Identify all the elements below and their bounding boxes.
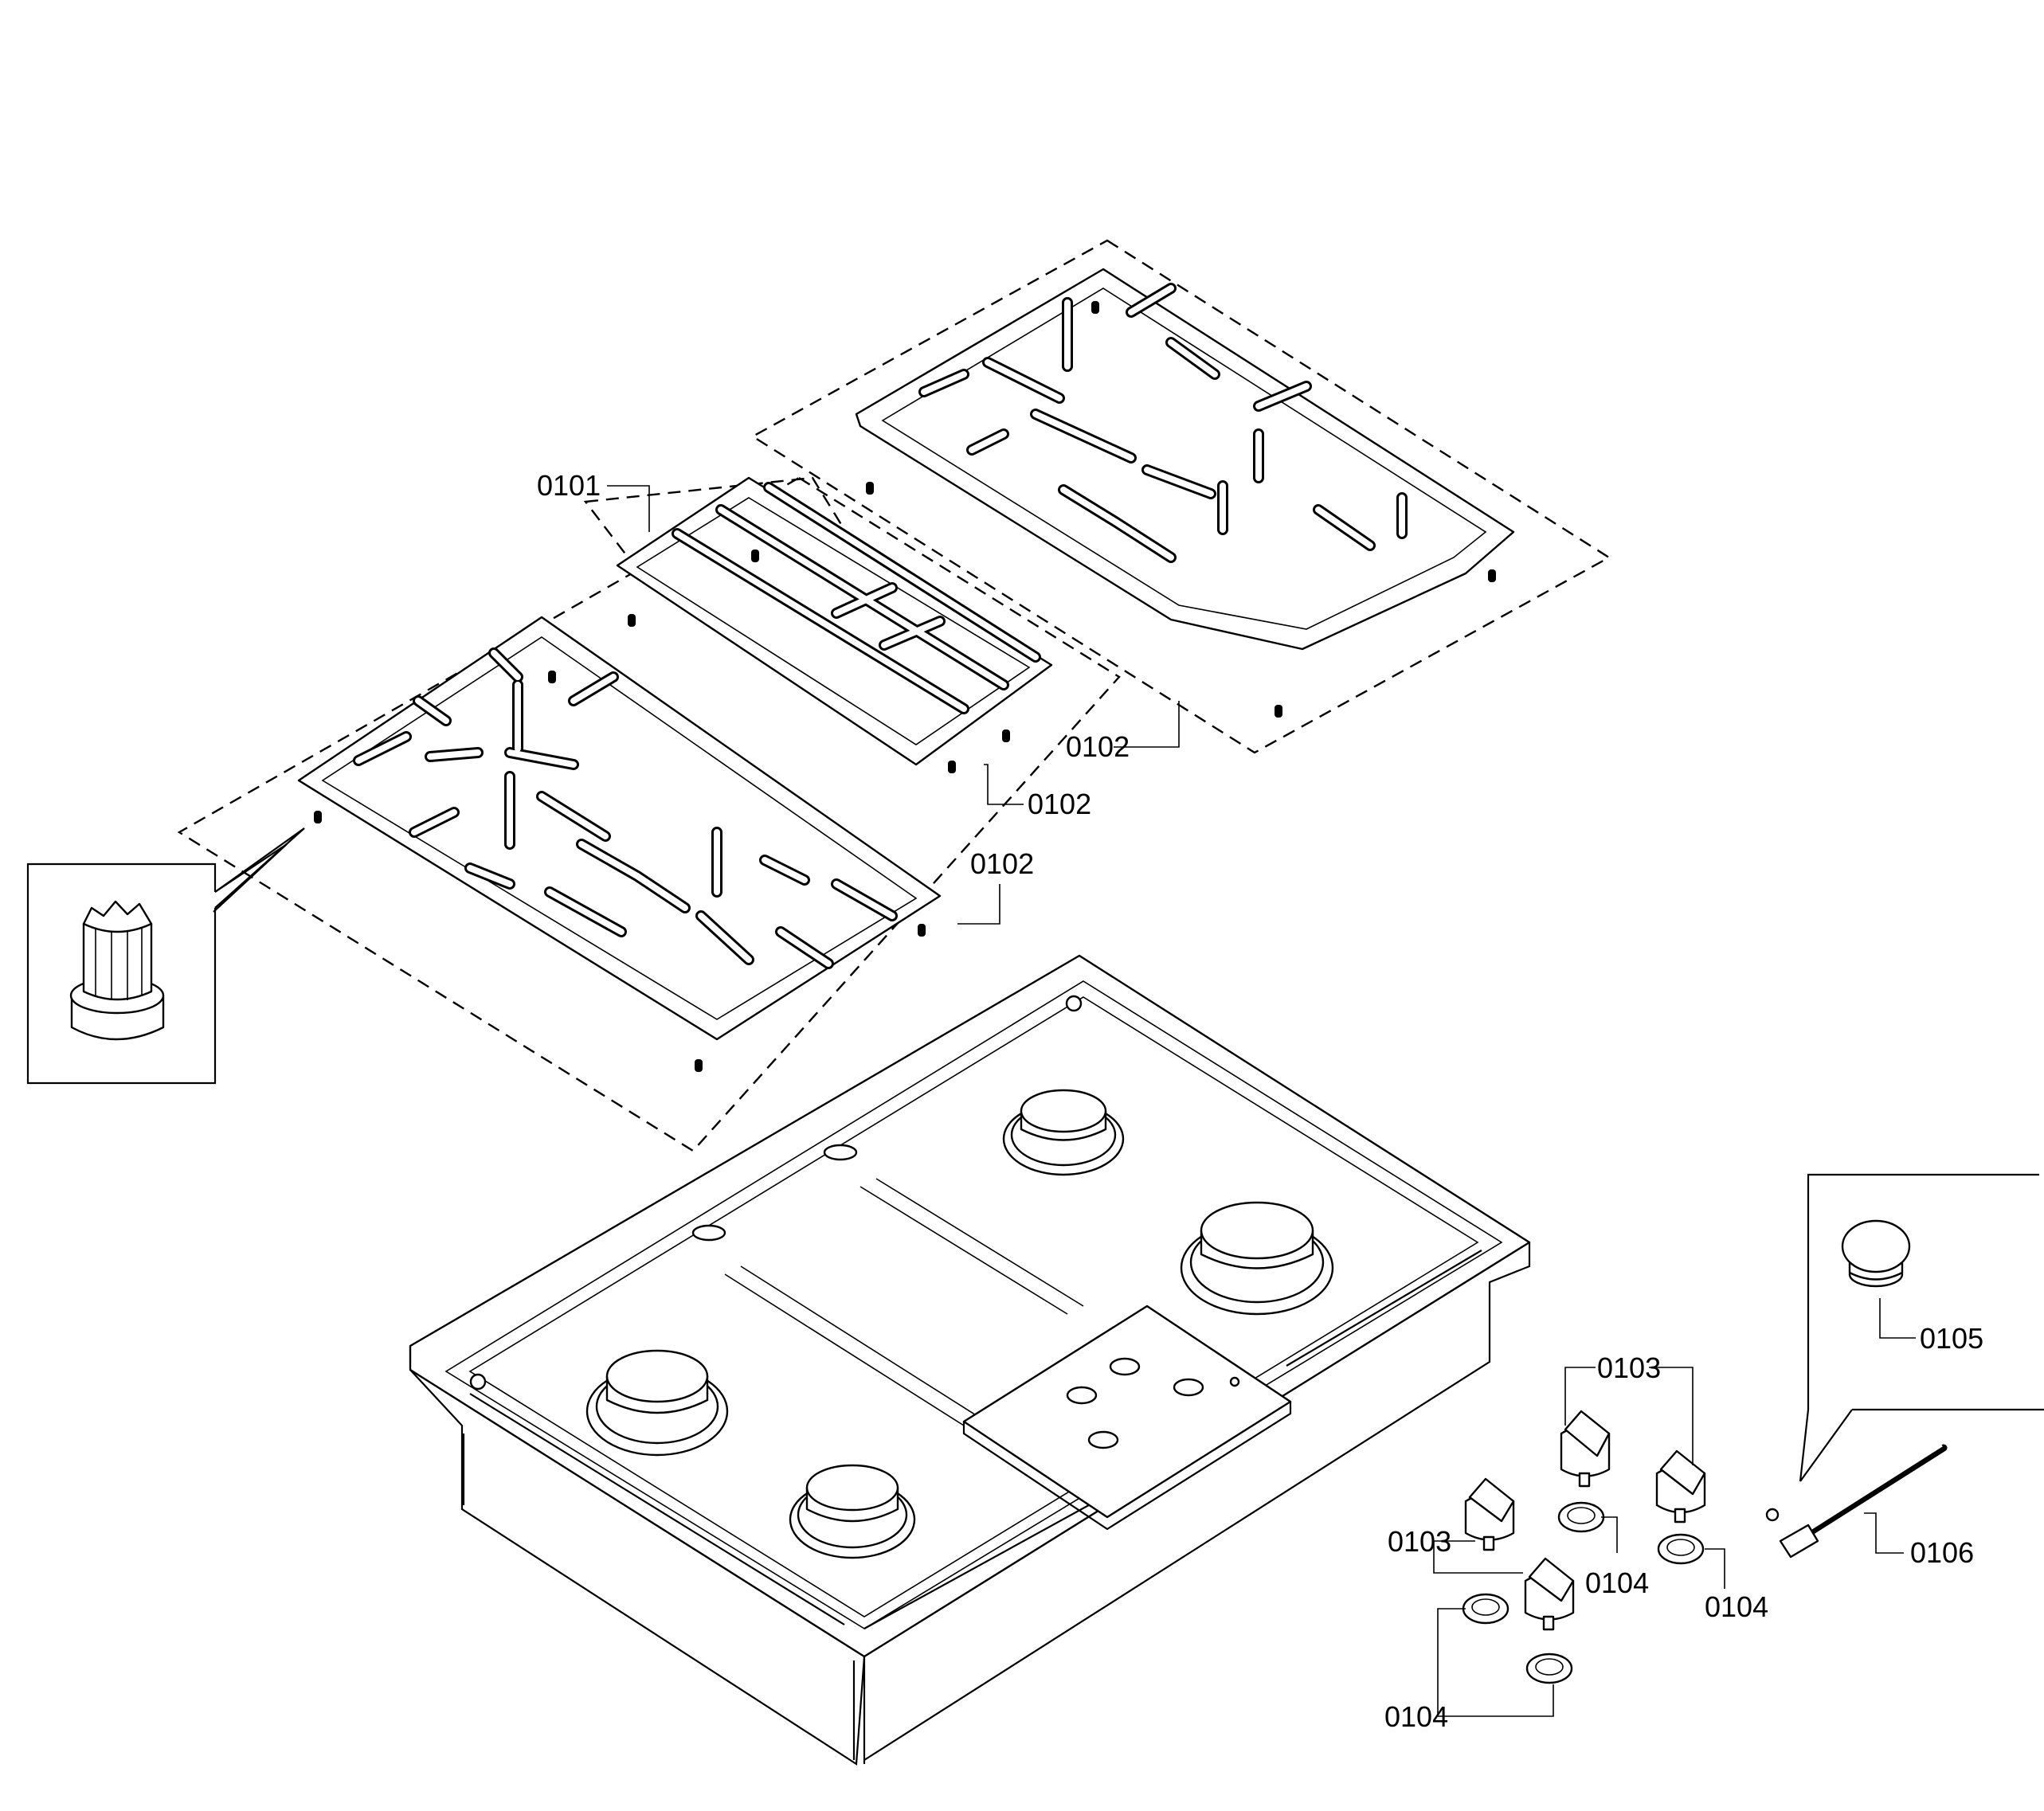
grate-left [297,616,942,1041]
ring-1 [1557,1501,1605,1533]
burners [585,1089,1334,1559]
bumper-detail-inset [26,827,305,1085]
callout-0102-center: 0102 [1028,788,1091,820]
burner-rear-left [1002,1089,1125,1176]
callout-0104-b: 0104 [1705,1590,1768,1623]
burner-front-left [585,1349,729,1457]
leader-lines [607,485,1916,1717]
callout-0104-a: 0104 [1585,1567,1649,1599]
knob-right [1655,1449,1706,1524]
callout-0104-c: 0104 [1384,1700,1448,1733]
cap-detail-inset [1799,1173,2044,1482]
burner-rear-right [1180,1201,1334,1316]
knob-left [1464,1477,1515,1551]
knobs [1464,1410,1706,1631]
electrode [1765,1444,1948,1559]
grate-center [616,476,1053,766]
callout-0103-top: 0103 [1597,1351,1661,1384]
callout-0102-left: 0102 [970,847,1034,880]
burner-front-right [789,1464,916,1559]
ring-3 [1462,1593,1510,1625]
bumpers [314,301,1496,1072]
ring-2 [1657,1533,1705,1565]
ring-4 [1525,1653,1573,1684]
callout-0103-left: 0103 [1388,1525,1451,1558]
cooktop [409,954,1531,1766]
callout-0105: 0105 [1920,1322,1983,1355]
knob-front [1524,1557,1575,1631]
callout-0101: 0101 [537,469,601,502]
callout-0102-right: 0102 [1066,730,1130,763]
grate-right [855,268,1515,651]
knob-top [1560,1410,1611,1488]
callout-labels: 0101 0102 0102 0102 0103 0103 0104 0104 … [537,469,1983,1733]
callout-0106: 0106 [1910,1536,1974,1569]
